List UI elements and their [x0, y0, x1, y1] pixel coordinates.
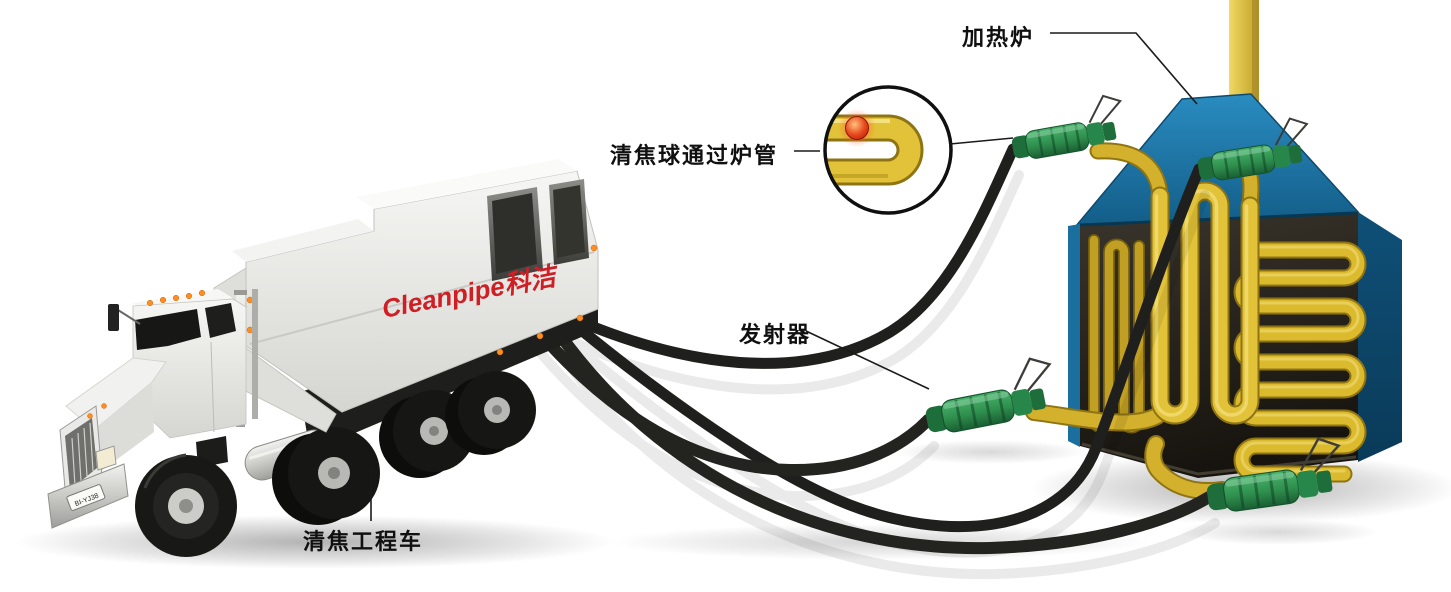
label-decoking-truck: 清焦工程车: [303, 529, 424, 554]
truck-illustration: Cleanpipe科洁: [47, 159, 599, 557]
trailer-marker-lights: [246, 244, 598, 356]
side-mirror: [108, 304, 119, 331]
truck-cab: BI-YJ38: [47, 289, 247, 529]
grille: [65, 418, 97, 490]
leader-line-inset-to-pipe: [949, 137, 1014, 145]
furnace: [1025, 0, 1402, 500]
steer-wheel: [135, 453, 237, 557]
label-ball-through-tube: 清焦球通过炉管: [610, 143, 779, 168]
inset-circle-ring: [823, 85, 953, 215]
furnace-right-wall: [1358, 212, 1402, 462]
windshield: [135, 309, 201, 350]
cab-marker-lights: [87, 289, 206, 419]
inset-tube: [825, 109, 924, 186]
side-window: [205, 303, 236, 338]
label-launcher: 发射器: [739, 322, 812, 347]
inset-detail: [823, 85, 953, 215]
wheels: [272, 371, 536, 525]
chimney: [1229, 0, 1259, 104]
furnace-left-wall: [1068, 224, 1080, 447]
leader-line-launcher: [805, 330, 930, 390]
cleaning-ball: [845, 116, 869, 140]
headlight: [95, 445, 117, 471]
leader-line-furnace: [1050, 32, 1198, 105]
leader-lines: [370, 32, 1198, 521]
launcher-middle: [917, 353, 1061, 439]
label-heating-furnace: 加热炉: [962, 25, 1035, 50]
